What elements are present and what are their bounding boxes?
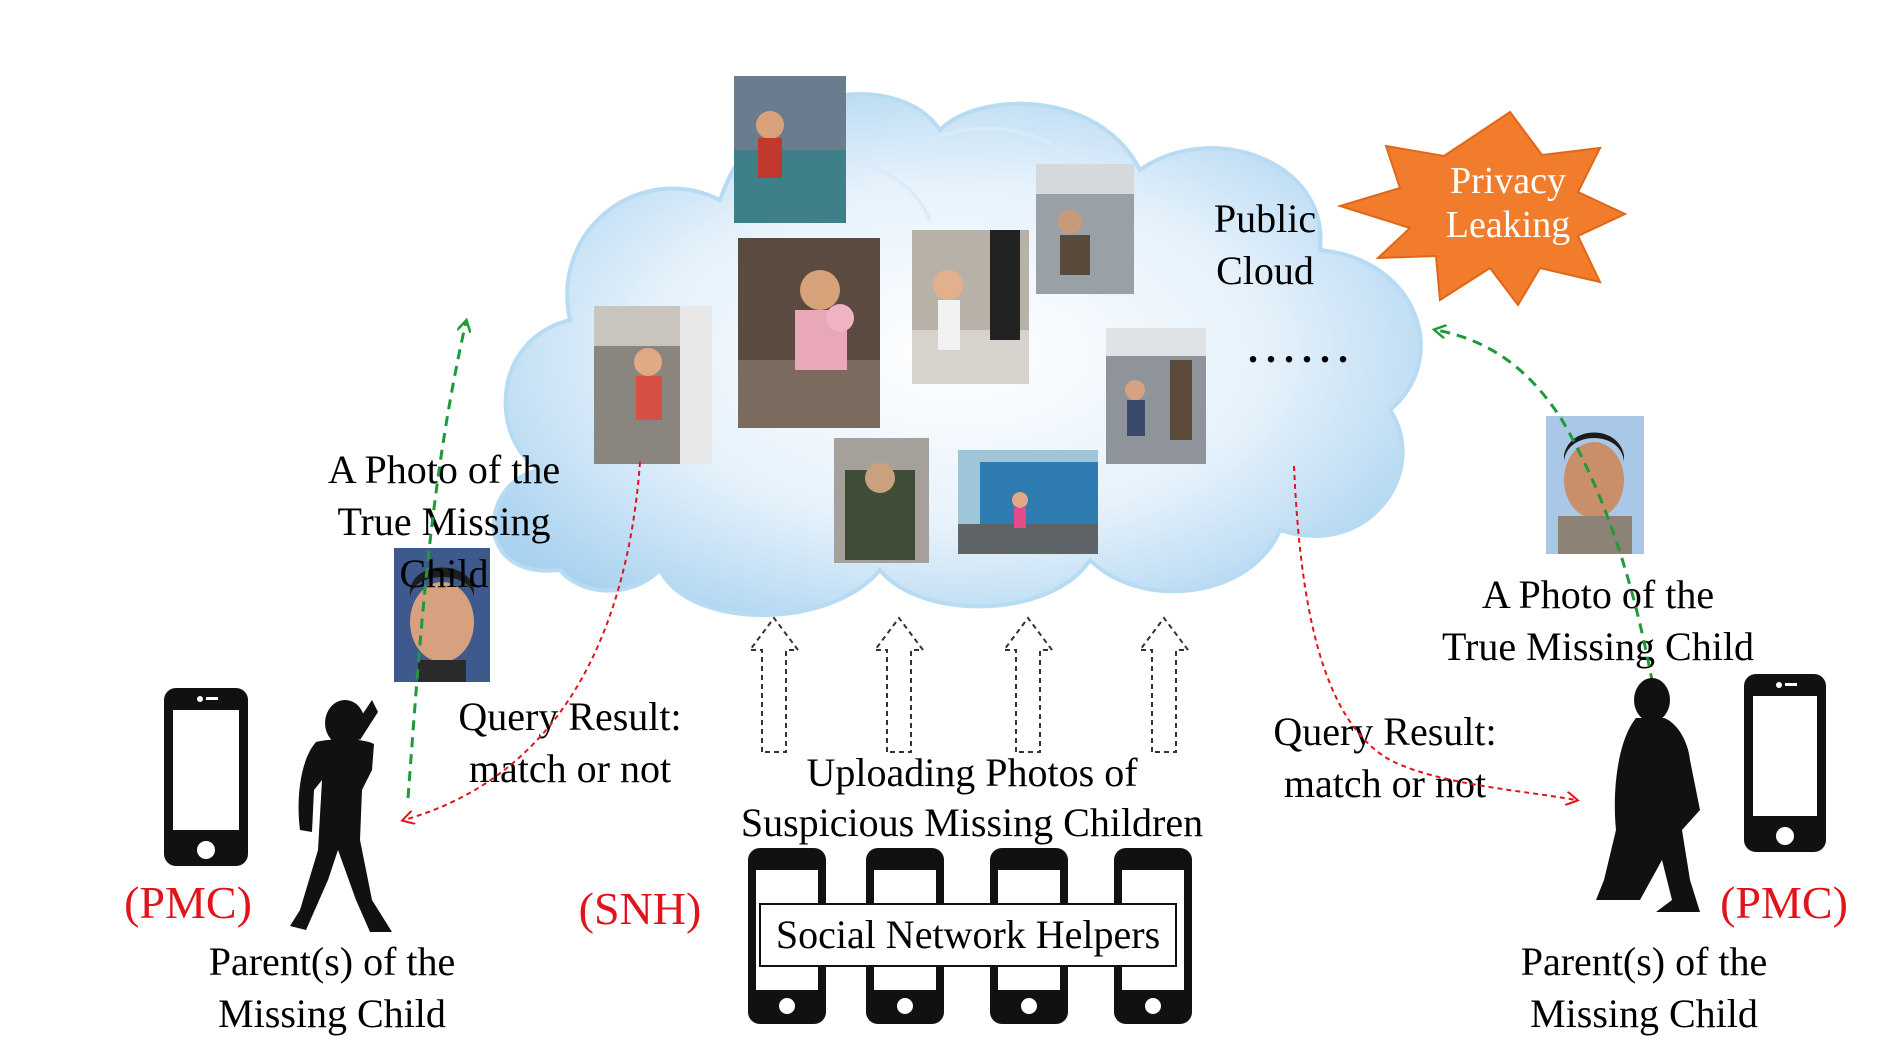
left-phone [164, 688, 248, 866]
privacy-label-line2: Leaking [1446, 204, 1571, 246]
photo-person-crouching [834, 438, 929, 563]
right-query-label-line1: Query Result: [1273, 709, 1496, 754]
left-query-label-line2: match or not [469, 746, 671, 791]
right-photo-label-line1: A Photo of the [1482, 572, 1714, 617]
photo-mother-with-child [738, 238, 880, 428]
snh-role-tag: (SNH) [579, 883, 702, 934]
left-parent-label-line1: Parent(s) of the [209, 939, 456, 984]
right-parent-label-line1: Parent(s) of the [1521, 939, 1768, 984]
left-parent-label-line2: Missing Child [218, 991, 446, 1036]
helpers-box-label: Social Network Helpers [776, 912, 1160, 957]
left-child-photo [394, 548, 490, 682]
left-parent-silhouette [290, 700, 392, 932]
left-pmc-role-tag: (PMC) [124, 877, 252, 928]
upload-label-line1: Uploading Photos of [806, 750, 1138, 795]
privacy-leaking-burst: Privacy Leaking [1336, 110, 1628, 307]
upload-arrow-4 [1138, 616, 1190, 753]
photo-bus-and-child [958, 450, 1098, 554]
cloud-label-line1: Public [1214, 196, 1316, 241]
left-query-result-arrow [404, 461, 641, 820]
photo-toddler-walking [912, 230, 1029, 384]
upload-arrows [748, 616, 1190, 753]
right-query-result-arrow [1293, 465, 1576, 800]
right-parent-label-line2: Missing Child [1530, 991, 1758, 1036]
left-photo-label-line1: A Photo of the [328, 447, 560, 492]
right-photo-label-line2: True Missing Child [1442, 624, 1754, 669]
right-pmc-role-tag: (PMC) [1720, 877, 1848, 928]
left-photo-label-line2: True Missing [337, 499, 550, 544]
upload-arrow-1 [748, 616, 800, 753]
left-query-label-line1: Query Result: [458, 694, 681, 739]
right-query-label-line2: match or not [1284, 761, 1486, 806]
photo-child-in-crowd [734, 76, 846, 223]
helpers-label-box [759, 903, 1177, 967]
photo-child-on-platform [594, 306, 712, 464]
upload-arrow-3 [1002, 616, 1054, 753]
photo-subway-passengers [1036, 164, 1134, 294]
left-photo-upload-arrow [406, 322, 466, 799]
cloud-label-line2: Cloud [1216, 248, 1314, 293]
right-parent-silhouette [1596, 678, 1700, 912]
cloud-photos [594, 76, 1206, 563]
upload-label-line2: Suspicious Missing Children [741, 800, 1203, 845]
right-phone [1744, 674, 1826, 852]
left-photo-label-line3: Child [400, 551, 489, 596]
privacy-label-line1: Privacy [1450, 160, 1566, 202]
more-photos-ellipsis: ...... [1248, 326, 1356, 371]
upload-arrow-2 [873, 616, 925, 753]
photo-subway-car [1106, 328, 1206, 464]
right-photo-upload-arrow [1436, 330, 1670, 785]
